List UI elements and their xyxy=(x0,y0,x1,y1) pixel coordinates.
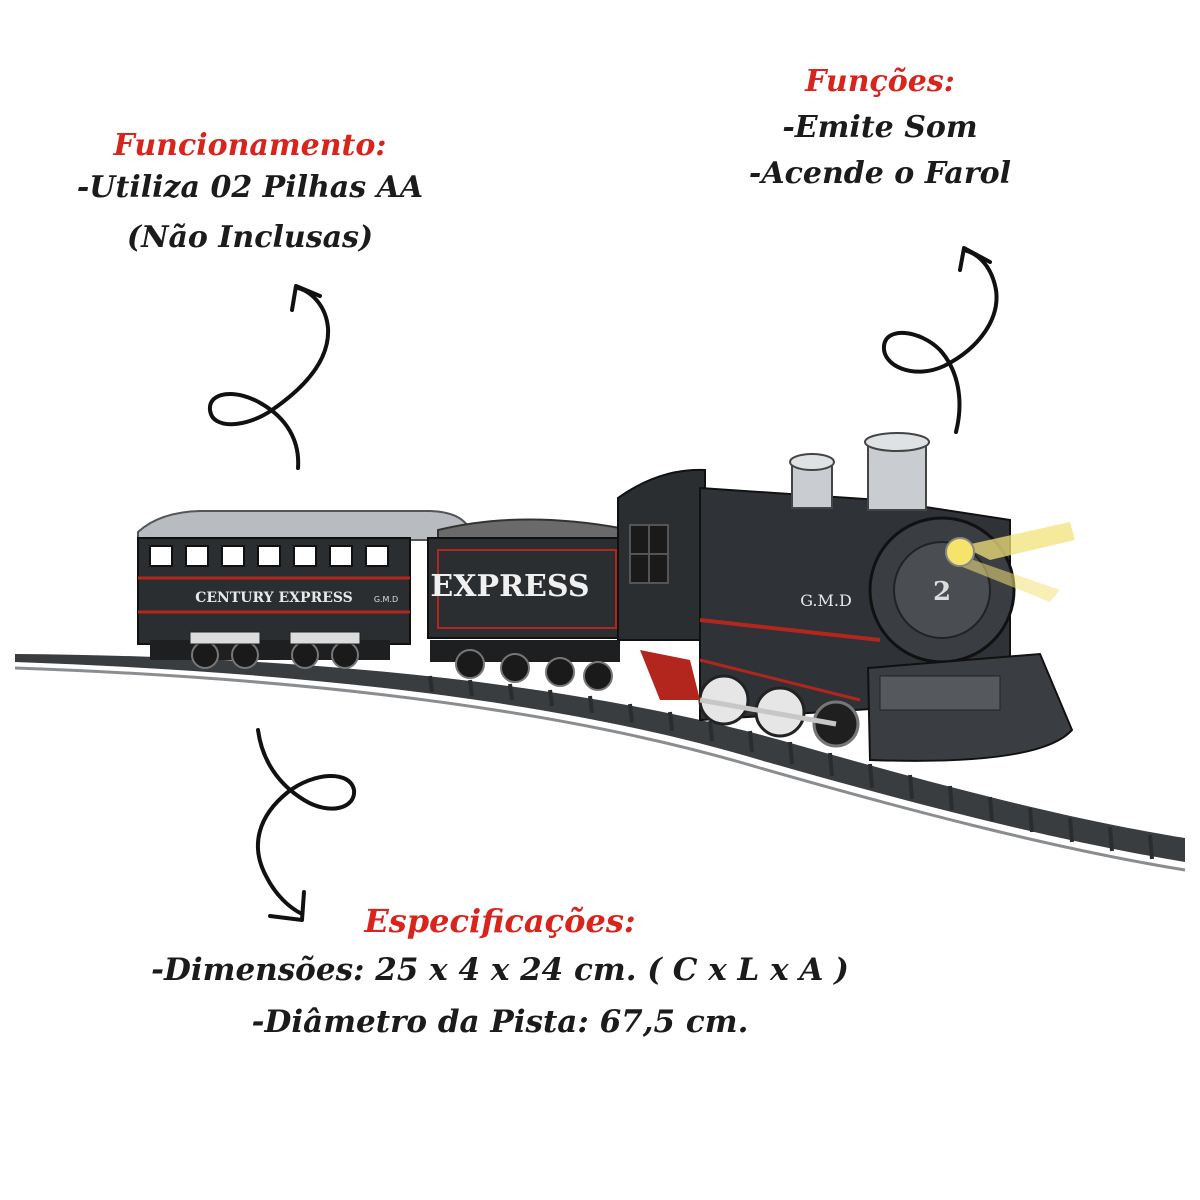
train-track xyxy=(14,654,1186,872)
funcionamento-line-2: (Não Inclusas) xyxy=(126,220,374,255)
coach-label: CENTURY EXPRESS xyxy=(195,590,353,606)
especificacoes-line-2: -Diâmetro da Pista: 67,5 cm. xyxy=(251,1004,749,1040)
express-tender: EXPRESS xyxy=(427,518,629,691)
steam-locomotive: 2 G.M.D xyxy=(617,432,1075,762)
especificacoes-line-1: -Dimensões: 25 x 4 x 24 cm. ( C x L x A … xyxy=(151,952,849,988)
curly-arrow-up-right-icon xyxy=(881,246,999,434)
funcoes-line-1: -Emite Som xyxy=(782,110,978,145)
svg-text:2: 2 xyxy=(933,577,951,607)
tender-label: EXPRESS xyxy=(430,569,589,604)
funcionamento-line-1: -Utiliza 02 Pilhas AA xyxy=(76,170,424,205)
especificacoes-heading: Especificações: xyxy=(364,902,636,940)
funcoes-line-2: -Acende o Farol xyxy=(748,156,1012,191)
curly-arrow-up-left-icon xyxy=(207,284,331,470)
passenger-coach: CENTURY EXPRESS G.M.D xyxy=(137,510,471,669)
coach-small-label: G.M.D xyxy=(374,595,398,604)
locomotive-label: G.M.D xyxy=(800,591,852,610)
funcionamento-heading: Funcionamento: xyxy=(113,128,387,163)
funcoes-heading: Funções: xyxy=(805,64,955,99)
curly-arrow-down-icon xyxy=(255,728,357,922)
